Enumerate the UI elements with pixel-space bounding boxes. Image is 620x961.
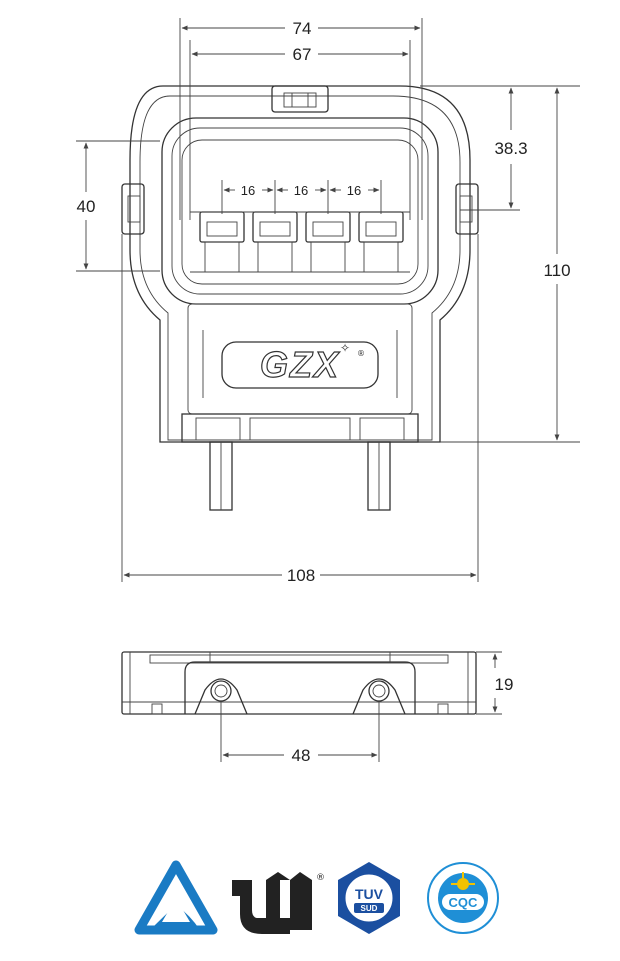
cqc-label: CQC bbox=[449, 895, 479, 910]
pin-cavity-row bbox=[190, 211, 410, 273]
dim-right-total: 110 bbox=[543, 261, 570, 280]
dim-pitch-1: 16 bbox=[241, 183, 255, 198]
tuv-sud-icon: TUV SUD bbox=[338, 862, 400, 934]
dim-bottom-width: 108 bbox=[287, 566, 315, 585]
svg-text:✧: ✧ bbox=[340, 341, 350, 355]
dim-inner-width: 67 bbox=[293, 45, 312, 64]
side-view bbox=[121, 651, 477, 715]
tuv-sud-label-bottom: SUD bbox=[361, 904, 378, 913]
certification-logos: ® TUV SUD CQC bbox=[134, 860, 499, 935]
dim-left-height: 40 bbox=[77, 197, 96, 216]
housing-outline bbox=[129, 85, 471, 443]
dim-hole-spacing: 48 bbox=[292, 746, 311, 765]
front-dimensions: 74 67 16 16 16 40 38.3 bbox=[76, 18, 580, 585]
logo-plate bbox=[221, 341, 379, 389]
dim-outer-width: 74 bbox=[293, 19, 312, 38]
svg-text:®: ® bbox=[316, 873, 325, 883]
dim-right-upper: 38.3 bbox=[494, 139, 527, 158]
tuv-rheinland-triangle-icon bbox=[134, 860, 218, 935]
side-dimensions: 19 48 bbox=[220, 651, 514, 765]
dim-side-height: 19 bbox=[495, 675, 514, 694]
front-view: GZX ✧ ® bbox=[121, 85, 479, 511]
dim-pitch-2: 16 bbox=[294, 183, 308, 198]
ul-recognized-icon: ® bbox=[232, 872, 325, 934]
tuv-sud-label-top: TUV bbox=[355, 886, 384, 902]
brand-logo: GZX bbox=[260, 344, 340, 385]
cqc-icon: CQC bbox=[427, 862, 499, 934]
svg-text:®: ® bbox=[357, 349, 365, 358]
dim-pitch-3: 16 bbox=[347, 183, 361, 198]
mating-cavity bbox=[161, 117, 439, 305]
